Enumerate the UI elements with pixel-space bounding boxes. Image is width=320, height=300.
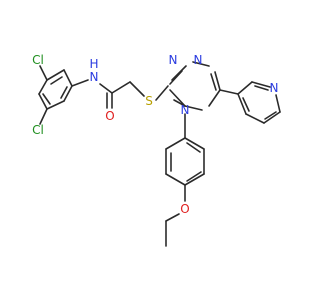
- bond: [39, 108, 48, 125]
- bond: [165, 173, 186, 186]
- amide-chain: [99, 81, 145, 109]
- bond: [214, 71, 221, 91]
- atom-o-carbonyl: O: [105, 109, 114, 123]
- bond-double: [254, 85, 269, 91]
- bond-double: [186, 142, 201, 153]
- bond: [208, 89, 221, 107]
- bond: [165, 137, 186, 150]
- bond: [129, 81, 145, 97]
- bond: [46, 69, 65, 81]
- bond: [39, 65, 48, 81]
- bond: [184, 105, 203, 111]
- bond: [275, 94, 281, 113]
- bond: [184, 137, 205, 150]
- pyridine-ring: [219, 81, 281, 124]
- dichlorophenyl-ring: [38, 65, 89, 125]
- bond-double: [242, 97, 250, 112]
- atom-o-ether: O: [180, 202, 189, 216]
- structure-svg: Cl Cl N H O S N N N N O: [32, 53, 281, 247]
- bond: [171, 65, 187, 81]
- bond: [111, 81, 131, 94]
- bond: [165, 213, 180, 222]
- atom-s-thio: S: [145, 94, 153, 108]
- bond: [155, 85, 169, 101]
- bond: [192, 61, 210, 67]
- atom-n-pyridine: N: [270, 81, 279, 95]
- atom-n-triazole-4: N: [181, 103, 190, 117]
- bond: [219, 89, 239, 95]
- bond: [184, 173, 205, 186]
- bond: [38, 93, 48, 110]
- bond: [245, 113, 265, 124]
- bond: [99, 83, 113, 94]
- bond-double: [42, 93, 51, 105]
- atom-n-amide: N: [90, 70, 99, 84]
- atom-cl-top: Cl: [32, 53, 44, 67]
- atom-h-amide: H: [89, 57, 98, 71]
- bond: [237, 93, 247, 115]
- triazole-ring: [155, 61, 221, 111]
- atom-cl-bottom: Cl: [32, 123, 44, 137]
- bond: [38, 79, 48, 95]
- ethoxyphenyl-ring: [165, 113, 205, 247]
- bond: [63, 69, 73, 87]
- bond: [263, 111, 281, 124]
- bond: [46, 100, 65, 110]
- bond: [237, 81, 253, 95]
- bond-double: [186, 171, 202, 182]
- molecule-diagram: Cl Cl N H O S N N N N O: [32, 53, 281, 247]
- bond: [169, 89, 186, 107]
- bond-double: [50, 76, 63, 85]
- bond: [71, 79, 89, 87]
- bond-double: [60, 86, 68, 99]
- atom-n-triazole-2: N: [194, 53, 203, 67]
- bond: [63, 85, 73, 102]
- bond-double: [169, 70, 183, 85]
- bond-double: [264, 111, 277, 120]
- bond: [251, 81, 271, 88]
- bond-double: [210, 73, 217, 91]
- atom-n-triazole-1: N: [169, 53, 178, 67]
- atom-labels: Cl Cl N H O S N N N N O: [32, 53, 278, 216]
